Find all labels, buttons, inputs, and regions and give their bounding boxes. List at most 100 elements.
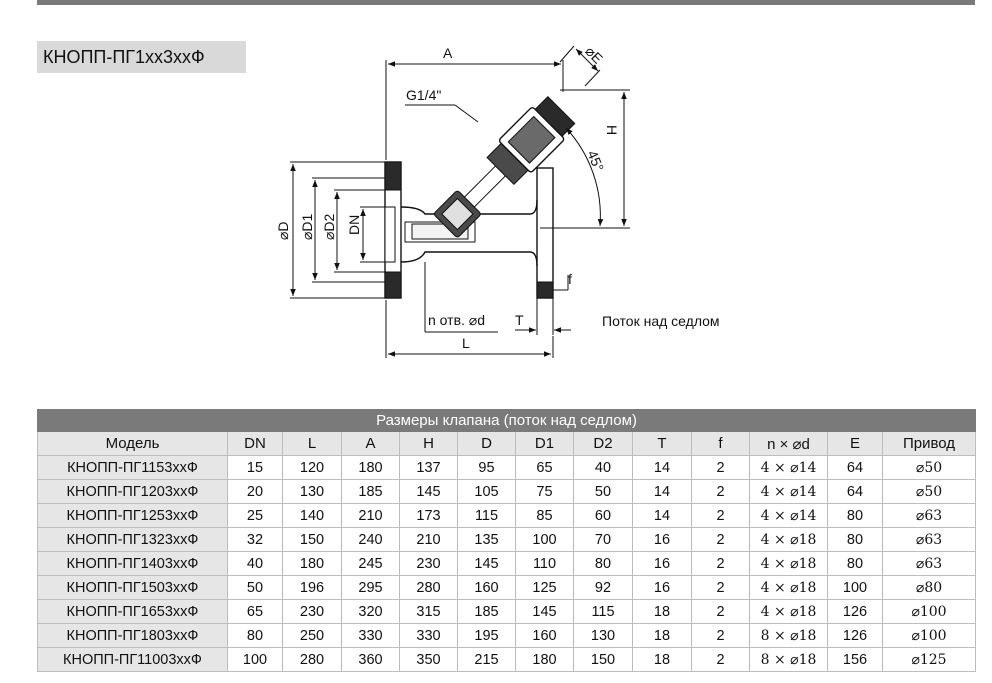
- dim-T-label: T: [515, 312, 524, 328]
- table-cell: 120: [282, 455, 342, 480]
- table-cell: 215: [457, 647, 516, 672]
- dim-f-label: f: [568, 271, 572, 287]
- table-cell: 150: [573, 647, 633, 672]
- table-cell: 2: [691, 599, 750, 624]
- right-flange: [536, 167, 554, 299]
- table-cell: 14: [632, 455, 692, 480]
- table-cell: ⌀50: [881, 455, 977, 480]
- table-cell: 320: [341, 599, 400, 624]
- column-header: E: [827, 431, 883, 456]
- table-cell: ⌀100: [881, 599, 977, 624]
- table-cell: 2: [691, 623, 750, 648]
- table-cell: 125: [515, 575, 574, 600]
- left-flange-bolt-top: [384, 161, 402, 191]
- table-cell: 250: [282, 623, 342, 648]
- table-cell: ⌀50: [881, 479, 977, 504]
- table-cell: 2: [691, 647, 750, 672]
- model-cell: КНОПП-ПГ1803ххФ: [37, 623, 228, 648]
- table-cell: 240: [341, 527, 400, 552]
- table-cell: 18: [632, 599, 692, 624]
- dim-E-label: ⌀E: [582, 43, 606, 67]
- angle-label: 45°: [584, 148, 607, 174]
- table-cell: 115: [457, 503, 516, 528]
- dim-DN-label: DN: [346, 215, 362, 235]
- column-header: D: [457, 431, 516, 456]
- column-header: A: [341, 431, 400, 456]
- table-cell: 173: [399, 503, 458, 528]
- dim-D1-label: ⌀D1: [299, 213, 315, 240]
- model-cell: КНОПП-ПГ1403ххФ: [37, 551, 228, 576]
- table-cell: 195: [457, 623, 516, 648]
- table-cell: 16: [632, 527, 692, 552]
- table-cell: 126: [827, 599, 883, 624]
- table-cell: 85: [515, 503, 574, 528]
- table-cell: 115: [573, 599, 633, 624]
- table-cell: 40: [573, 455, 633, 480]
- table-cell: 64: [827, 455, 883, 480]
- table-cell: 8 × ⌀18: [749, 647, 828, 672]
- table-cell: 160: [515, 623, 574, 648]
- table-cell: 80: [827, 551, 883, 576]
- table-cell: 160: [457, 575, 516, 600]
- table-cell: 2: [691, 551, 750, 576]
- table-cell: 185: [457, 599, 516, 624]
- model-cell: КНОПП-ПГ1153ххФ: [37, 455, 228, 480]
- table-cell: 65: [227, 599, 283, 624]
- table-cell: 14: [632, 479, 692, 504]
- column-header: Модель: [37, 431, 228, 456]
- table-cell: 140: [282, 503, 342, 528]
- column-header: Привод: [881, 431, 977, 456]
- table-cell: 50: [227, 575, 283, 600]
- table-cell: 2: [691, 575, 750, 600]
- table-cell: 315: [399, 599, 458, 624]
- table-cell: 60: [573, 503, 633, 528]
- table-cell: 280: [282, 647, 342, 672]
- column-header: DN: [227, 431, 283, 456]
- table-cell: 32: [227, 527, 283, 552]
- dim-H-label: H: [604, 125, 620, 135]
- table-cell: 80: [573, 551, 633, 576]
- column-header: D1: [515, 431, 574, 456]
- table-cell: 130: [573, 623, 633, 648]
- table-cell: 4 × ⌀18: [749, 527, 828, 552]
- table-cell: 185: [341, 479, 400, 504]
- model-cell: КНОПП-ПГ1503ххФ: [37, 575, 228, 600]
- table-cell: 156: [827, 647, 883, 672]
- dim-A-label: A: [443, 45, 453, 61]
- column-header: D2: [573, 431, 633, 456]
- table-cell: 360: [341, 647, 400, 672]
- table-caption: Размеры клапана (поток над седлом): [36, 409, 977, 432]
- table-cell: ⌀63: [881, 503, 977, 528]
- table-cell: 110: [515, 551, 574, 576]
- table-cell: 230: [399, 551, 458, 576]
- table-cell: 92: [573, 575, 633, 600]
- table-cell: ⌀100: [881, 623, 977, 648]
- table-cell: 145: [399, 479, 458, 504]
- table-cell: 180: [341, 455, 400, 480]
- dimensions-table: Размеры клапана (поток над седлом) Модел…: [36, 409, 977, 672]
- model-cell: КНОПП-ПГ1323ххФ: [37, 527, 228, 552]
- table-cell: ⌀80: [881, 575, 977, 600]
- table-cell: 196: [282, 575, 342, 600]
- table-cell: 15: [227, 455, 283, 480]
- table-cell: 80: [227, 623, 283, 648]
- table-cell: 330: [399, 623, 458, 648]
- column-header: L: [282, 431, 342, 456]
- table-cell: 2: [691, 527, 750, 552]
- thread-label: G1/4": [406, 87, 441, 103]
- table-cell: 4 × ⌀14: [749, 479, 828, 504]
- valve-drawing: A ⌀E G1/4" H 45° ⌀D ⌀D1 ⌀D2 DN f n отв. …: [275, 43, 720, 358]
- holes-label: n отв. ⌀d: [428, 312, 485, 328]
- table-cell: 95: [457, 455, 516, 480]
- table-cell: 280: [399, 575, 458, 600]
- table-cell: 4 × ⌀18: [749, 551, 828, 576]
- dim-D2-label: ⌀D2: [321, 213, 337, 240]
- table-cell: ⌀63: [881, 551, 977, 576]
- table-cell: 210: [341, 503, 400, 528]
